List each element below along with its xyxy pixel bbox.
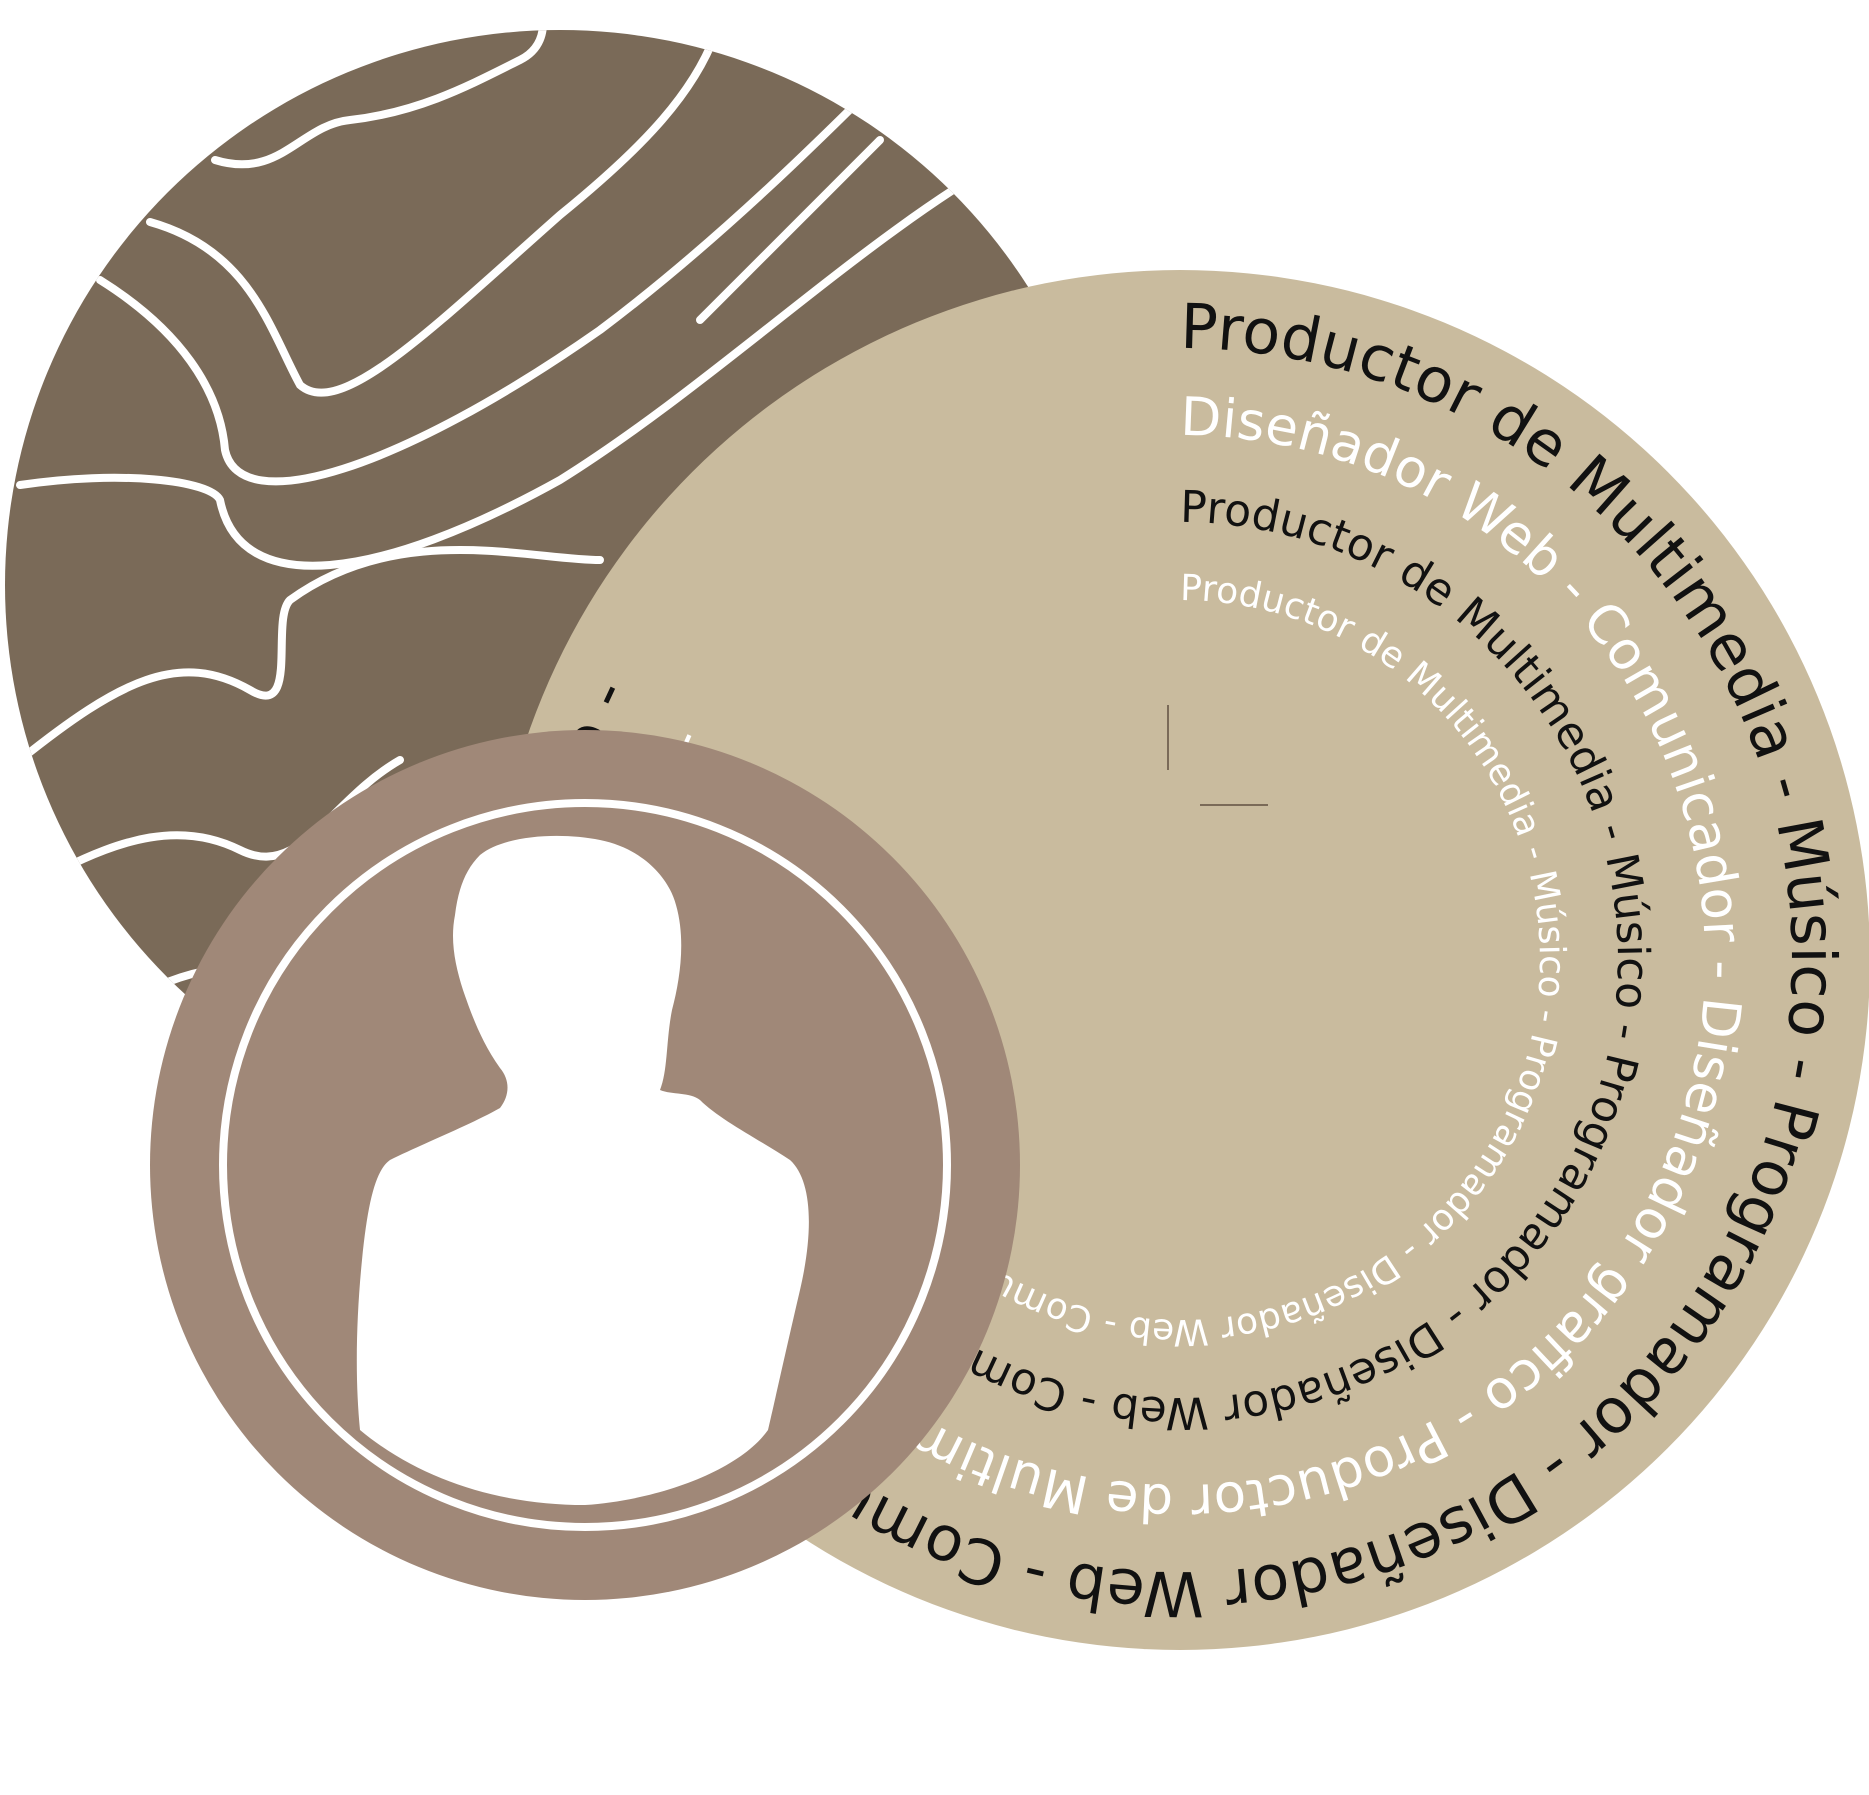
person-silhouette-icon [356,835,809,1505]
topographic-lines-icon [16,30,1024,1004]
portrait-disc-inner-ring [219,799,951,1531]
portrait-disc [150,730,1020,1600]
